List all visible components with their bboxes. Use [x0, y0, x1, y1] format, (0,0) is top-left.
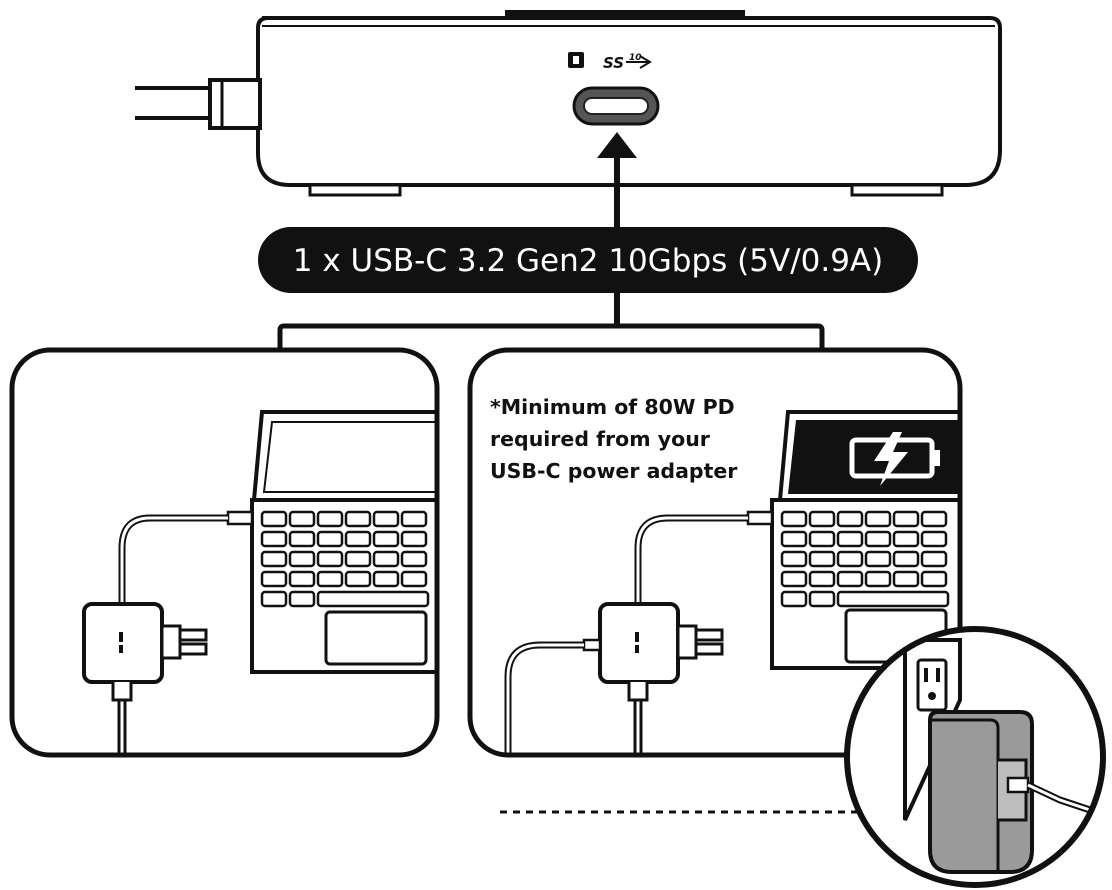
laptop-trackpad-left [324, 610, 428, 666]
power-adapter-left [82, 602, 208, 755]
charging-battery-icon [849, 432, 940, 486]
laptop-keyboard-right [780, 510, 950, 608]
laptop-keyboard-left [260, 510, 430, 608]
hub-cable [135, 78, 262, 130]
port-spec-label: 1 x USB-C 3.2 Gen2 10Gbps (5V/0.9A) [258, 227, 918, 293]
note-line-2: required from your [490, 427, 711, 451]
usb-logo-text: SS [603, 54, 624, 72]
note-line-1: *Minimum of 80W PD [490, 395, 735, 419]
usb-logo-superscript: 10 [629, 53, 642, 63]
wall-plug-icon [844, 626, 1106, 888]
connection-arrow [597, 132, 637, 235]
note-line-3: USB-C power adapter [490, 459, 738, 483]
usb-c-port [572, 86, 660, 126]
port-spec-text: 1 x USB-C 3.2 Gen2 10Gbps (5V/0.9A) [293, 243, 883, 279]
panel-bracket [277, 293, 825, 352]
scenario-panel-left [9, 347, 440, 758]
power-requirement-note: *Minimum of 80W PD required from your US… [490, 395, 738, 483]
usb-superspeed-logo: SS 10 [568, 52, 652, 72]
power-adapter-right [504, 602, 724, 755]
